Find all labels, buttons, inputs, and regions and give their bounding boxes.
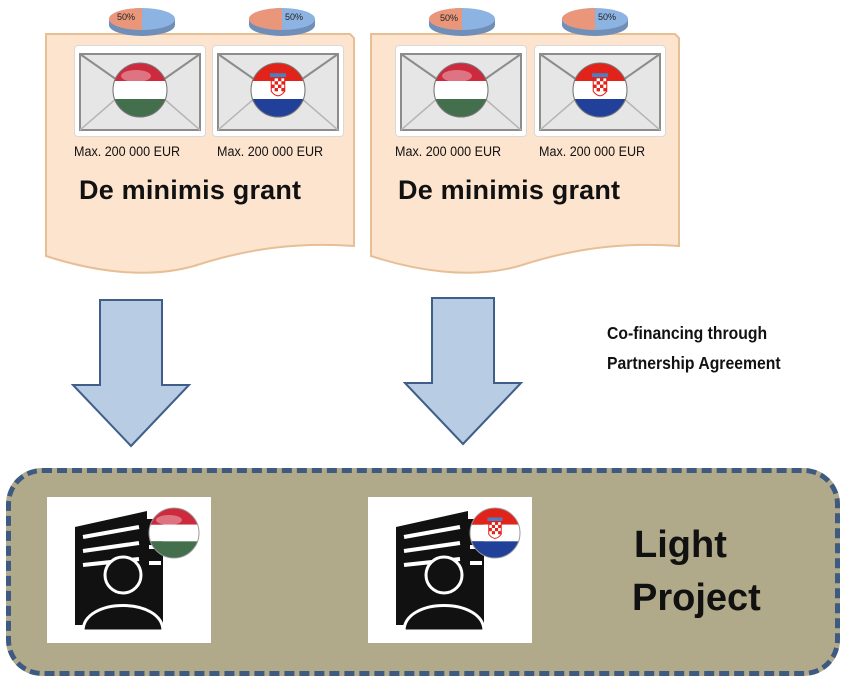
share-label: 50% — [440, 13, 459, 23]
envelope-card-croatia — [213, 46, 343, 136]
pie-icon — [429, 8, 495, 36]
grant-amount-hungary: Max. 200 000 EUR — [74, 144, 181, 159]
down-arrow-icon — [403, 297, 524, 446]
pie-icon — [109, 8, 175, 36]
pie-chart-croatia-share-1 — [246, 3, 318, 46]
pie-chart-croatia-share-2 — [559, 3, 631, 46]
envelope-card-croatia — [535, 46, 665, 136]
share-label: 50% — [598, 12, 617, 22]
envelope-card-hungary — [396, 46, 526, 136]
pie-icon — [562, 8, 628, 36]
pie-icon — [249, 8, 315, 36]
building-person-icon — [75, 507, 200, 633]
share-label: 50% — [117, 12, 136, 22]
down-arrow-icon — [71, 299, 192, 448]
grant-amount-croatia: Max. 200 000 EUR — [217, 144, 324, 159]
cofinancing-label-line-1: Co-financing through — [607, 323, 768, 343]
grant-amount-croatia: Max. 200 000 EUR — [539, 144, 646, 159]
envelope-card-hungary — [75, 46, 205, 136]
grant-title: De minimis grant — [79, 175, 302, 205]
partner-card-hungary — [47, 497, 211, 643]
project-title-line-2: Project — [632, 577, 761, 619]
cofinancing-label-line-2: Partnership Agreement — [607, 353, 781, 373]
grant-title: De minimis grant — [398, 175, 621, 205]
building-person-icon — [396, 507, 521, 633]
project-title-line-1: Light — [634, 524, 727, 566]
envelope-hungary-flag-icon — [79, 53, 201, 131]
pie-chart-hungary-share-2 — [426, 3, 498, 46]
grant-amount-hungary: Max. 200 000 EUR — [395, 144, 502, 159]
share-label: 50% — [285, 12, 304, 22]
envelope-hungary-flag-icon — [400, 53, 522, 131]
pie-chart-hungary-share-1 — [106, 3, 178, 46]
partner-card-croatia — [368, 497, 532, 643]
envelope-croatia-flag-icon — [217, 53, 339, 131]
envelope-croatia-flag-icon — [539, 53, 661, 131]
